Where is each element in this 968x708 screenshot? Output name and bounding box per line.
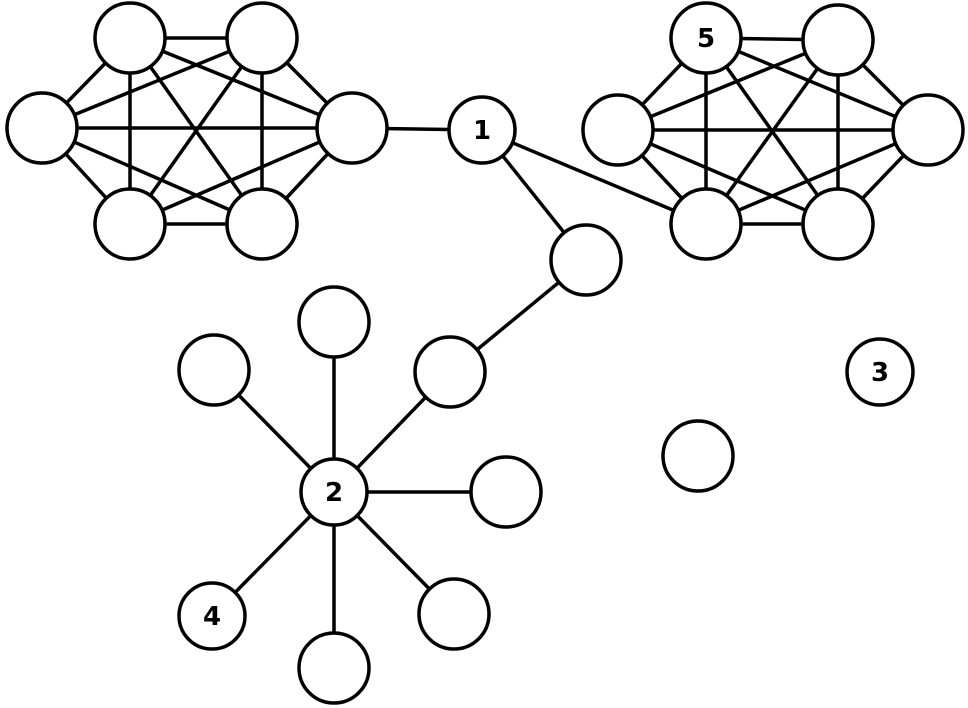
node-a4 [315,91,389,165]
node-s1 [297,285,371,359]
node-circle [225,187,299,261]
node-circle [447,95,517,165]
edge-b1-b5 [616,128,840,226]
node-a2 [93,1,167,75]
node-a5 [225,187,299,261]
node-circle [5,91,79,165]
node-label: 2 [325,478,343,508]
node-b5 [801,187,875,261]
node-label: 3 [871,358,889,388]
edge-n1-b6 [480,128,708,226]
node-circle [225,1,299,75]
node-circle [177,581,247,651]
node-circle [669,187,743,261]
node-label: 4 [203,602,221,632]
node-b6 [669,187,743,261]
node-a1 [5,91,79,165]
node-circle [661,419,735,493]
node-circle [417,577,491,651]
node-b3 [801,3,875,77]
node-a3 [225,1,299,75]
node-b2: 5 [669,1,743,75]
node-s3 [469,455,543,529]
node-circle [891,93,965,167]
node-b4 [891,93,965,167]
edge-a3-a6 [128,36,264,226]
edge-a1-a5 [40,126,264,226]
node-circle [93,187,167,261]
node-circle [845,337,915,407]
node-label: 1 [473,116,491,146]
node-iso [661,419,735,493]
node-circle [299,457,369,527]
node-circle [177,333,251,407]
edge-a1-a3 [40,36,264,130]
node-circle [315,91,389,165]
edge-b3-b6 [704,38,840,226]
edge-b1-b3 [616,38,840,132]
node-s2 [177,333,251,407]
node-circle [413,335,487,409]
edge-b2-b4 [704,36,930,132]
node-m2 [413,335,487,409]
node-s5: 4 [177,581,247,651]
node-n3: 3 [845,337,915,407]
edge-b4-b6 [704,128,930,226]
node-m1 [549,223,623,297]
edge-a2-a4 [128,36,354,130]
node-n1: 1 [447,95,517,165]
edge-a4-a6 [128,126,354,226]
node-circle [549,223,623,297]
node-circle [93,1,167,75]
node-circle [801,3,875,77]
node-circle [581,93,655,167]
node-label: 5 [697,24,715,54]
node-circle [297,631,371,705]
node-a6 [93,187,167,261]
node-circle [469,455,543,529]
node-n2: 2 [299,457,369,527]
node-circle [801,187,875,261]
node-b1 [581,93,655,167]
node-s4 [417,577,491,651]
node-layer: 1 5 2 4 3 [5,1,965,705]
node-s6 [297,631,371,705]
node-circle [669,1,743,75]
node-circle [297,285,371,359]
